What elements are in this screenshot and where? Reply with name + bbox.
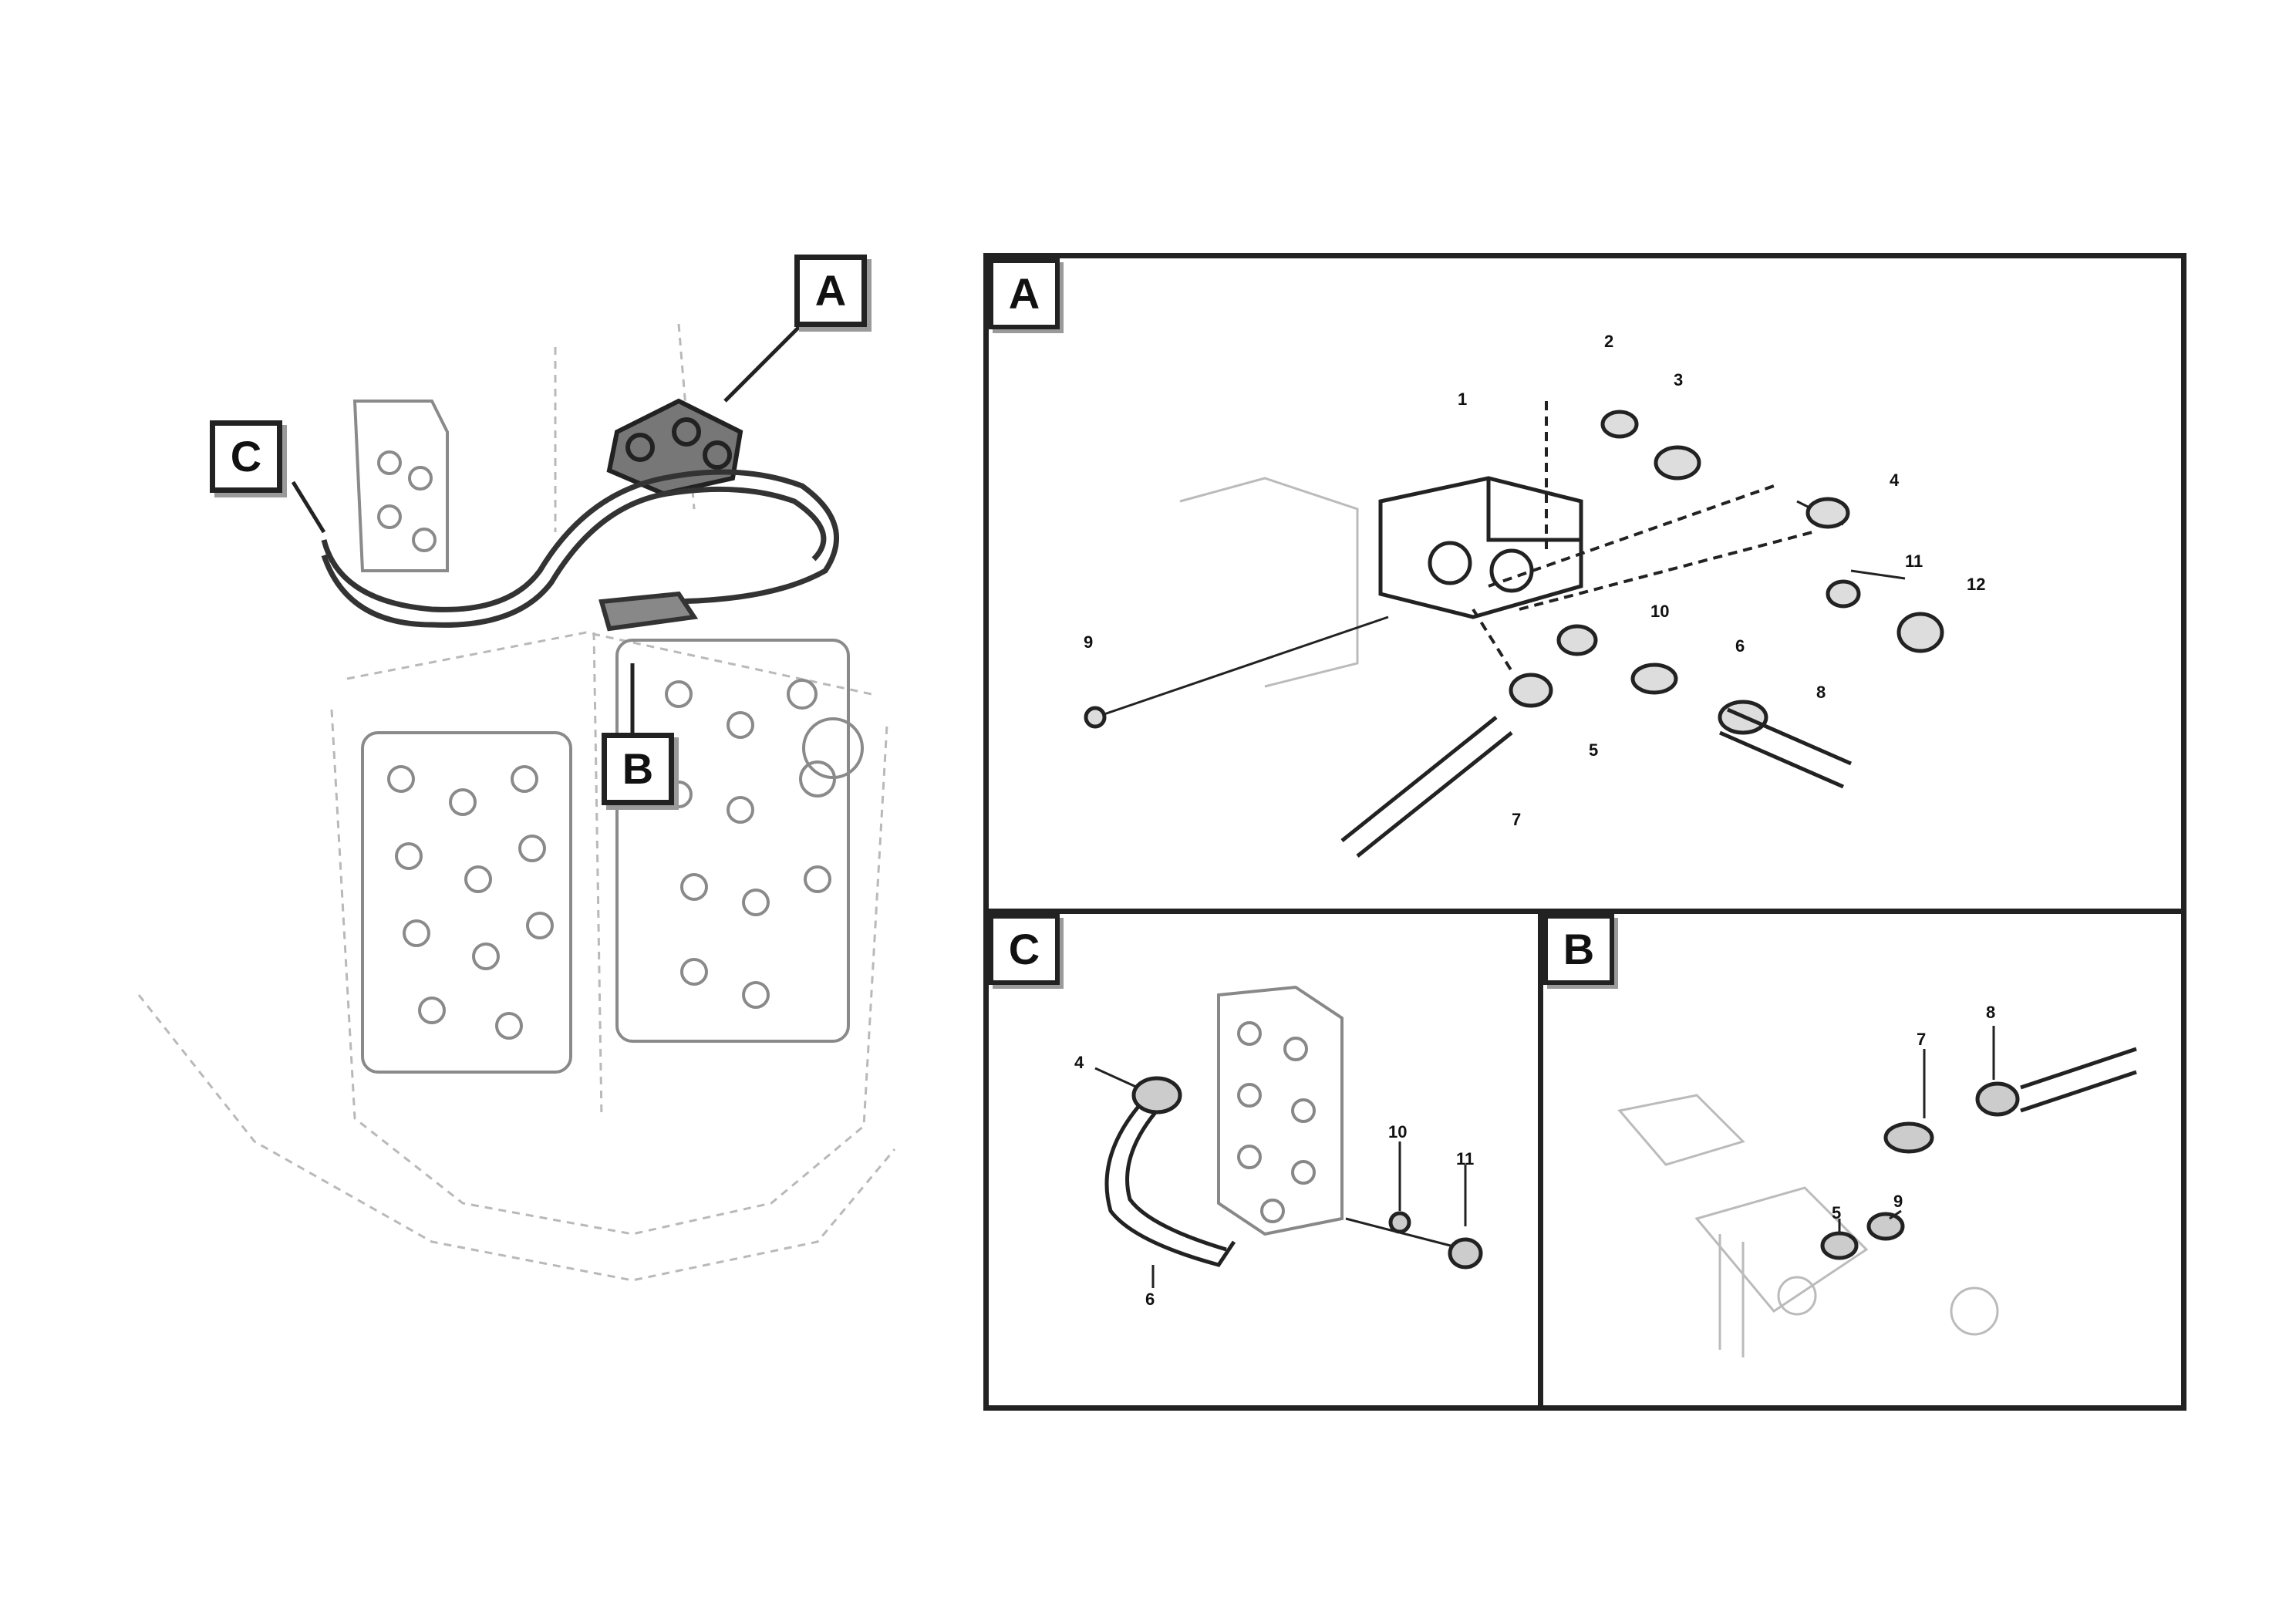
panel-a-valve-body	[1378, 476, 1583, 619]
valve-stack-left	[361, 731, 572, 1074]
panel-a-item-8: 8	[1816, 683, 1826, 702]
callout-a: A	[794, 255, 867, 327]
panel-b-item-9: 9	[1893, 1192, 1903, 1211]
panel-c-hose	[1104, 1076, 1236, 1267]
callout-c: C	[210, 420, 282, 493]
callout-c-label: C	[230, 432, 262, 481]
panel-b-hose	[2020, 1047, 2137, 1113]
callout-a-label: A	[814, 266, 847, 315]
panel-b-tag-label: B	[1563, 925, 1595, 973]
panel-a-item-7: 7	[1512, 810, 1522, 829]
panel-a-bracket-ghost	[1179, 477, 1359, 688]
panel-b-leaders	[1838, 1026, 1995, 1234]
panel-c-item-6: 6	[1145, 1290, 1155, 1309]
panel-b-tag: B	[1543, 914, 1614, 985]
panel-a-explode-lines	[1472, 401, 1813, 673]
panel-a-item-12: 12	[1967, 575, 1986, 594]
callout-leaders	[291, 319, 807, 733]
callout-b-label: B	[622, 744, 654, 793]
panel-b-item-8: 8	[1986, 1003, 1996, 1022]
panel-a-item-4: 4	[1890, 470, 1900, 490]
panel-a-item-3: 3	[1674, 370, 1684, 389]
panel-b-item-7: 7	[1917, 1030, 1927, 1049]
panel-a-fittings	[1084, 410, 1944, 735]
pilot-block-c	[352, 400, 449, 572]
detail-panel-a	[983, 253, 2186, 919]
panel-c-leaders	[1094, 1067, 1467, 1288]
panel-a-item-11: 11	[1905, 551, 1923, 571]
panel-c-tag: C	[989, 914, 1060, 985]
panel-c-item-4: 4	[1074, 1053, 1084, 1072]
panel-a-item-9: 9	[1084, 632, 1094, 652]
panel-b-item-5: 5	[1832, 1203, 1842, 1222]
panel-b-ghost-parts	[1617, 1094, 1999, 1357]
panel-a-tag-label: A	[1008, 269, 1040, 318]
panel-a-item-10: 10	[1650, 602, 1670, 621]
panel-b-fittings	[1820, 1081, 2020, 1260]
panel-c-valve-block	[1217, 985, 1344, 1236]
panel-a-item-2: 2	[1604, 332, 1614, 351]
pilot-hose	[321, 469, 839, 628]
callout-b: B	[602, 733, 674, 805]
valve-stack-right	[615, 639, 864, 1043]
panel-c-item-10: 10	[1388, 1122, 1408, 1141]
panel-a-item-6: 6	[1735, 636, 1745, 656]
panel-a-tag: A	[989, 258, 1060, 329]
panel-c-item-11: 11	[1456, 1149, 1475, 1168]
panel-c-fittings	[1388, 1211, 1483, 1270]
panel-a-item-1: 1	[1458, 389, 1468, 409]
panel-a-item-5: 5	[1589, 740, 1599, 760]
hose-connection-b	[598, 591, 699, 632]
panel-c-tag-label: C	[1008, 925, 1040, 973]
panel-a-hoses	[1340, 707, 1853, 858]
detail-panel-c	[983, 909, 1554, 1411]
detail-panel-b	[1538, 909, 2186, 1411]
